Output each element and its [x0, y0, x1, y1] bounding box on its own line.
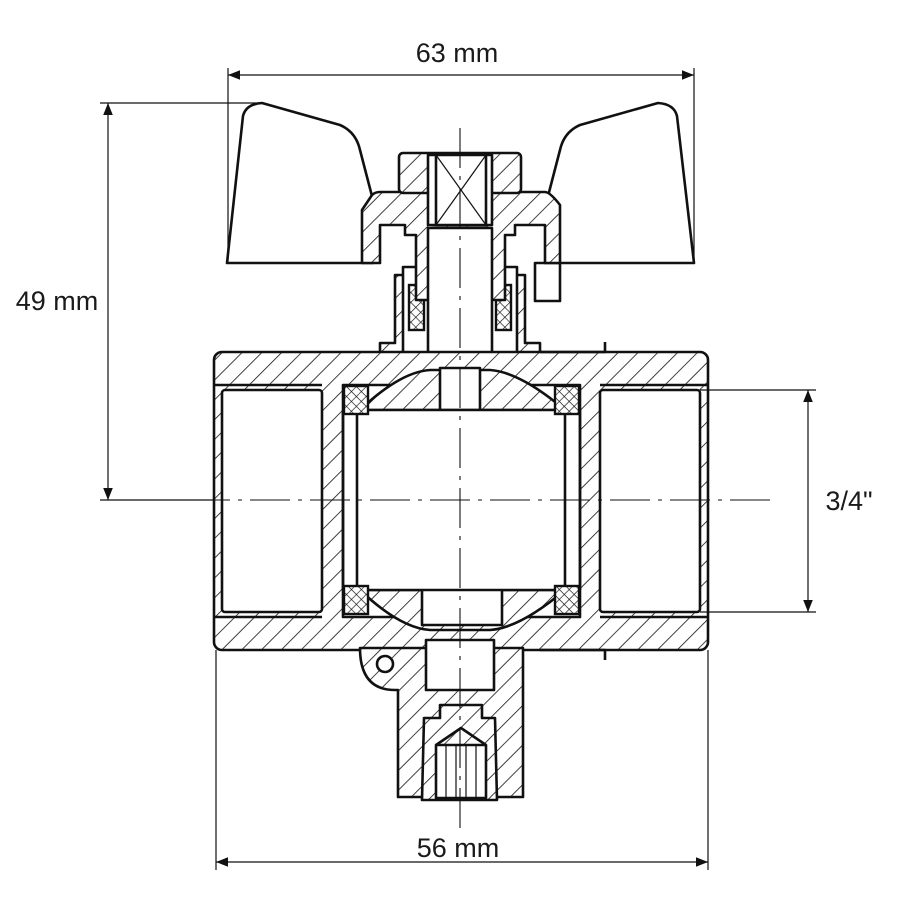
body-lower-neck: [358, 638, 525, 802]
seal-bottom-right: [553, 584, 581, 616]
dimension-height: 49 mm: [16, 102, 262, 501]
seal-top-left: [342, 384, 370, 416]
overall-width-label: 63 mm: [416, 38, 499, 68]
seal-bottom-left: [342, 584, 370, 616]
dimension-thread: 3/4": [700, 389, 873, 613]
lug-hole: [375, 654, 395, 674]
handle-wing-left: [225, 101, 375, 265]
body-length-label: 56 mm: [417, 833, 500, 863]
seal-top-right: [553, 384, 581, 416]
dimension-body-length: 56 mm: [215, 650, 709, 870]
dimension-overall-width: 63 mm: [227, 38, 695, 262]
valve-body: [212, 342, 710, 660]
height-label: 49 mm: [16, 286, 99, 316]
handle-wing-right: [545, 101, 696, 265]
handle: [225, 101, 696, 265]
thread-size-label: 3/4": [825, 486, 872, 516]
